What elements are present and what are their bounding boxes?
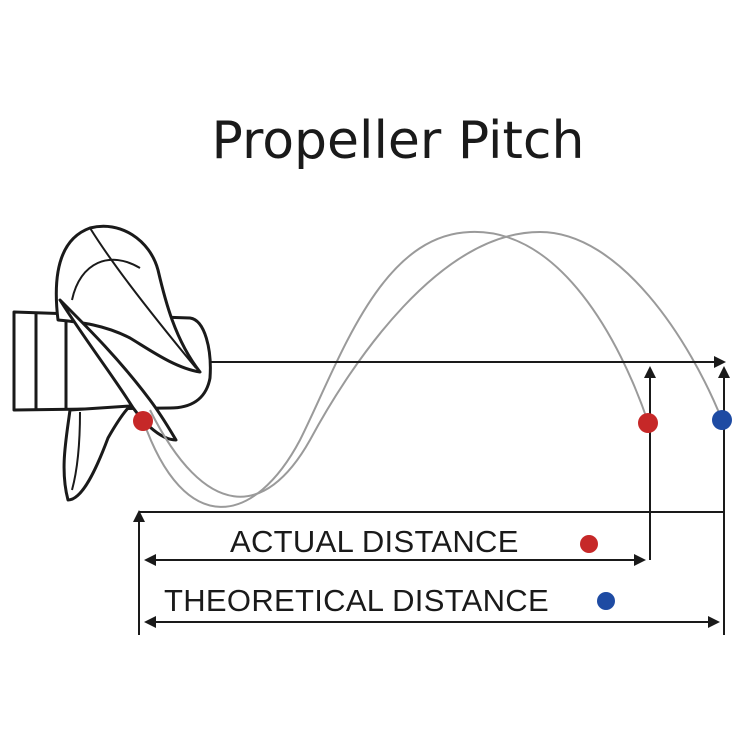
propeller-blade-upper (54, 224, 202, 374)
theoretical-end-marker (712, 410, 732, 430)
propeller-blade-middle (58, 298, 178, 442)
actual-end-marker (638, 413, 658, 433)
pitch-helix (142, 230, 723, 508)
theoretical-distance-label: THEORETICAL DISTANCE (164, 583, 549, 618)
theoretical-path-wave (149, 230, 723, 498)
diagram-title: Propeller Pitch (212, 111, 585, 171)
propeller-drawing (12, 224, 212, 502)
actual-distance-label: ACTUAL DISTANCE (230, 524, 519, 559)
actual-path-wave (142, 230, 649, 508)
theoretical-legend-dot (597, 592, 615, 610)
actual-legend-dot (580, 535, 598, 553)
start-marker (133, 411, 153, 431)
